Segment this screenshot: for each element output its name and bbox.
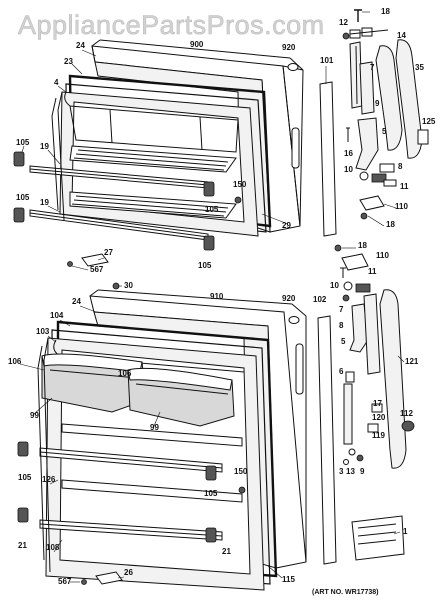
callout-label: 101 (320, 56, 334, 65)
lower-hinge-assembly (342, 281, 415, 561)
callout-label: 115 (282, 575, 295, 584)
callout-label: 106 (118, 369, 132, 378)
callout-label: 10 (330, 281, 339, 290)
callout-label: 150 (233, 180, 247, 189)
callout-label: 6 (339, 367, 344, 376)
callout-label: 9 (360, 467, 365, 476)
callout-label: 29 (282, 221, 291, 230)
callout-label: 19 (40, 142, 49, 151)
callout-label: 119 (372, 431, 385, 440)
callout-label: 106 (8, 357, 22, 366)
callout-label: 12 (339, 18, 348, 27)
callout-label: 17 (373, 399, 382, 408)
callout-label: 5 (382, 127, 387, 136)
callout-label: 11 (368, 267, 377, 276)
callout-label: 567 (58, 577, 72, 586)
art-number: (ART NO. WR17738) (312, 589, 379, 596)
fresh-food-door-assembly (17, 282, 337, 591)
callout-label: 3 (339, 467, 344, 476)
callout-label: 900 (190, 40, 204, 49)
callout-label: 26 (124, 568, 133, 577)
callout-label: 126 (42, 475, 56, 484)
callout-label: 567 (90, 265, 104, 274)
callout-label: 16 (344, 149, 353, 158)
callout-label: 10 (344, 165, 353, 174)
callout-label: 4 (54, 78, 59, 87)
callout-label: 102 (313, 295, 327, 304)
callout-label: 5 (341, 337, 346, 346)
callout-label: 910 (210, 292, 224, 301)
callout-label: 27 (104, 248, 113, 257)
shelf-clip (203, 181, 215, 197)
callout-label: 21 (18, 541, 27, 550)
callout-label: 30 (124, 281, 133, 290)
callout-label: 99 (30, 411, 39, 420)
callout-label: 103 (36, 327, 50, 336)
callout-label: 108 (46, 543, 60, 552)
callout-label: 120 (372, 413, 386, 422)
callout-label: 11 (400, 182, 409, 191)
callout-label: 7 (339, 305, 344, 314)
middle-hinge-assembly (67, 244, 369, 278)
callout-label: 110 (395, 202, 408, 211)
callout-label: 99 (150, 423, 159, 432)
callout-label: 21 (222, 547, 231, 556)
callout-label: 105 (16, 138, 30, 147)
callout-labels: 18 12 14 900 920 24 23 101 7 35 4 9 125 … (8, 7, 436, 586)
literature-booklet (351, 515, 405, 561)
door-bin-left (41, 353, 147, 413)
watermark: AppliancePartsPros.com (18, 10, 325, 40)
callout-label: 35 (415, 63, 424, 72)
callout-label: 125 (422, 117, 436, 126)
callout-label: 121 (405, 357, 419, 366)
callout-label: 9 (375, 99, 380, 108)
callout-label: 23 (64, 57, 73, 66)
callout-label: 18 (386, 220, 395, 229)
callout-label: 7 (370, 63, 375, 72)
callout-label: 14 (397, 31, 406, 40)
callout-label: 105 (204, 489, 218, 498)
freezer-door-assembly (13, 39, 337, 251)
callout-label: 105 (205, 205, 219, 214)
callout-label: 105 (18, 473, 32, 482)
callout-label: 13 (346, 467, 355, 476)
callout-label: 24 (76, 41, 85, 50)
shelf-clip (13, 207, 25, 223)
callout-label: 110 (376, 251, 389, 260)
callout-label: 8 (339, 321, 344, 330)
upper-shelf-grille (73, 149, 229, 171)
leader-lines (19, 11, 405, 583)
upper-hinge-assembly (342, 9, 429, 220)
callout-label: 920 (282, 43, 296, 52)
callout-label: 24 (72, 297, 81, 306)
callout-label: 105 (198, 261, 212, 270)
callout-label: 18 (358, 241, 367, 250)
shelf-clip (13, 151, 25, 167)
callout-label: 19 (40, 198, 49, 207)
callout-label: 104 (50, 311, 64, 320)
callout-label: 150 (234, 467, 248, 476)
shelf-clip (203, 235, 215, 251)
callout-label: 112 (400, 409, 413, 418)
callout-label: 1 (403, 527, 408, 536)
callout-label: 18 (381, 7, 390, 16)
callout-label: 105 (16, 193, 30, 202)
screw (234, 196, 242, 204)
callout-label: 920 (282, 294, 296, 303)
callout-label: 8 (398, 162, 403, 171)
door-bin-right (127, 367, 235, 427)
